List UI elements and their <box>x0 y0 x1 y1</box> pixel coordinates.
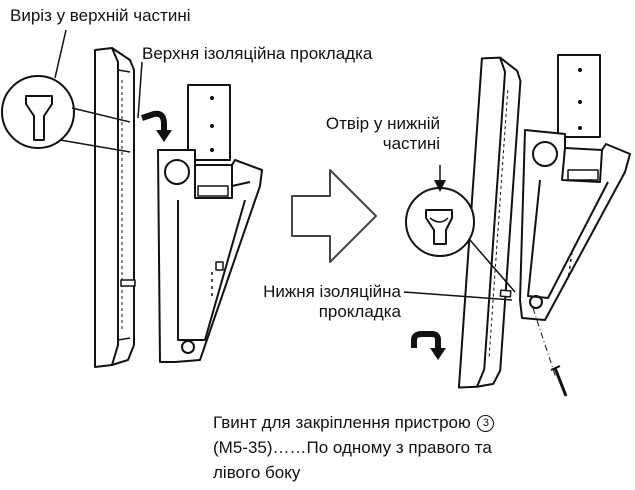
right-unit <box>457 56 522 389</box>
label-bottom-hole-line1: Отвір у нижній <box>325 114 440 133</box>
label-screw-line1: Гвинт для закріплення пристрою <box>213 413 471 432</box>
left-unit <box>94 47 136 368</box>
direction-arrow-icon <box>291 169 377 263</box>
left-bracket <box>157 84 263 363</box>
hook-arrow-top-icon <box>141 110 167 132</box>
top-notch-callout <box>1 29 131 153</box>
label-bottom-hole: Отвір у нижній частині <box>305 114 440 154</box>
top-pad-leader <box>137 61 143 119</box>
label-top-insulating-pad: Верхня ізоляційна прокладка <box>142 44 373 63</box>
circled-number-marker: 3 <box>477 415 495 432</box>
screw <box>532 307 568 397</box>
label-bottom-pad-line2: прокладка <box>318 302 401 321</box>
right-bracket <box>519 54 631 321</box>
bottom-hole-callout <box>405 165 516 293</box>
label-top-notch: Виріз у верхній частині <box>10 6 191 25</box>
label-fixing-screw: Гвинт для закріплення пристрою 3 (M5-35)… <box>213 410 633 485</box>
hook-arrow-bottom-icon <box>411 331 441 350</box>
label-bottom-pad-line1: Нижня ізоляційна <box>263 282 401 301</box>
label-bottom-insulating-pad: Нижня ізоляційна прокладка <box>236 282 401 322</box>
label-screw-line3: лівого боку <box>213 463 301 482</box>
label-screw-line2: (M5-35)……По одному з правого та <box>213 438 492 457</box>
label-bottom-hole-line2: частині <box>382 134 440 153</box>
bottom-pad-leader <box>403 291 513 301</box>
